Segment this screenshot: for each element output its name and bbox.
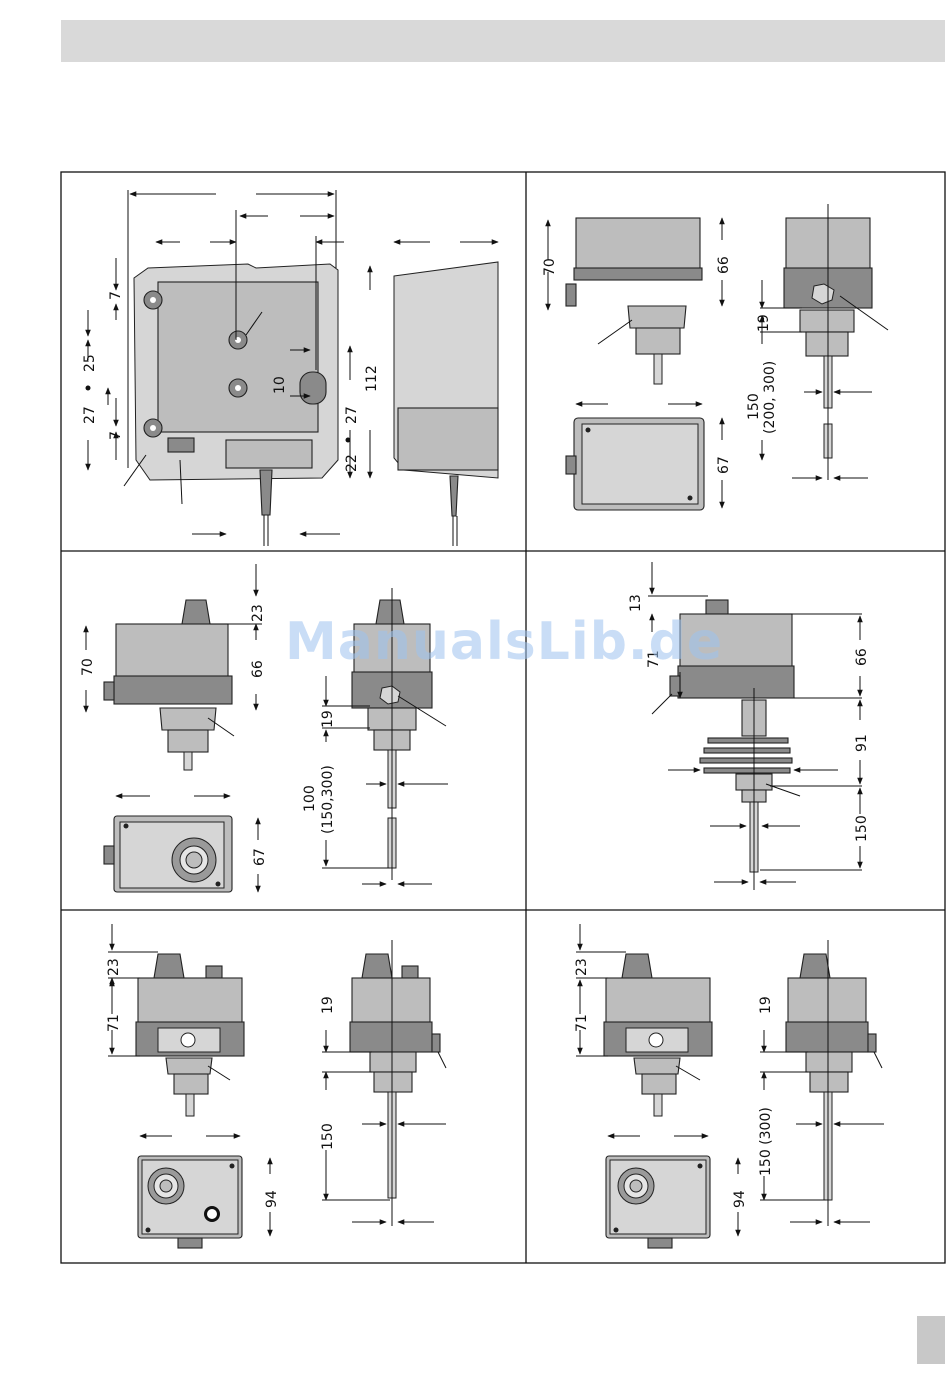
svg-text:25: 25 — [82, 354, 98, 372]
svg-text:94: 94 — [732, 1190, 748, 1208]
panel-6-drawing: 23 71 19 150 (300) 94 — [574, 924, 884, 1248]
svg-text:19: 19 — [758, 996, 774, 1014]
svg-text:7: 7 — [108, 431, 124, 440]
svg-text:23: 23 — [106, 958, 122, 976]
svg-text:150: 150 — [746, 393, 762, 420]
svg-text:27: 27 — [82, 406, 98, 424]
panel-5-drawing: 23 71 19 150 94 — [106, 924, 446, 1248]
svg-text:23: 23 — [250, 604, 266, 622]
svg-text:(150,300): (150,300) — [320, 765, 336, 834]
svg-text:70: 70 — [542, 258, 558, 276]
svg-text:19: 19 — [320, 996, 336, 1014]
svg-text:150 (300): 150 (300) — [758, 1107, 774, 1176]
svg-text:7: 7 — [108, 291, 124, 300]
svg-text:22: 22 — [344, 454, 360, 472]
svg-text:67: 67 — [252, 848, 268, 866]
svg-text:100: 100 — [302, 785, 318, 812]
svg-text:13: 13 — [628, 594, 644, 612]
svg-text:94: 94 — [264, 1190, 280, 1208]
svg-text:23: 23 — [574, 958, 590, 976]
svg-text:71: 71 — [106, 1014, 122, 1032]
svg-text:150: 150 — [854, 815, 870, 842]
panel-2-probe-drawing: 70 66 19 150 (200, 300) 67 — [542, 204, 888, 510]
svg-text:19: 19 — [320, 710, 336, 728]
svg-text:112: 112 — [364, 365, 380, 392]
svg-text:71: 71 — [574, 1014, 590, 1032]
svg-text:19: 19 — [756, 314, 772, 332]
svg-text:150: 150 — [320, 1123, 336, 1150]
svg-text:66: 66 — [250, 660, 266, 678]
svg-text:66: 66 — [854, 648, 870, 666]
svg-text:70: 70 — [80, 658, 96, 676]
svg-text:66: 66 — [716, 256, 732, 274]
svg-text:10: 10 — [272, 376, 288, 394]
watermark: ManualsLib.de — [285, 612, 723, 672]
svg-text:(200, 300): (200, 300) — [762, 361, 778, 434]
svg-text:27: 27 — [344, 406, 360, 424]
svg-text:91: 91 — [854, 734, 870, 752]
panel-1-housing-drawing: 7 25 27 7 10 112 27 22 — [82, 190, 498, 546]
svg-text:67: 67 — [716, 456, 732, 474]
